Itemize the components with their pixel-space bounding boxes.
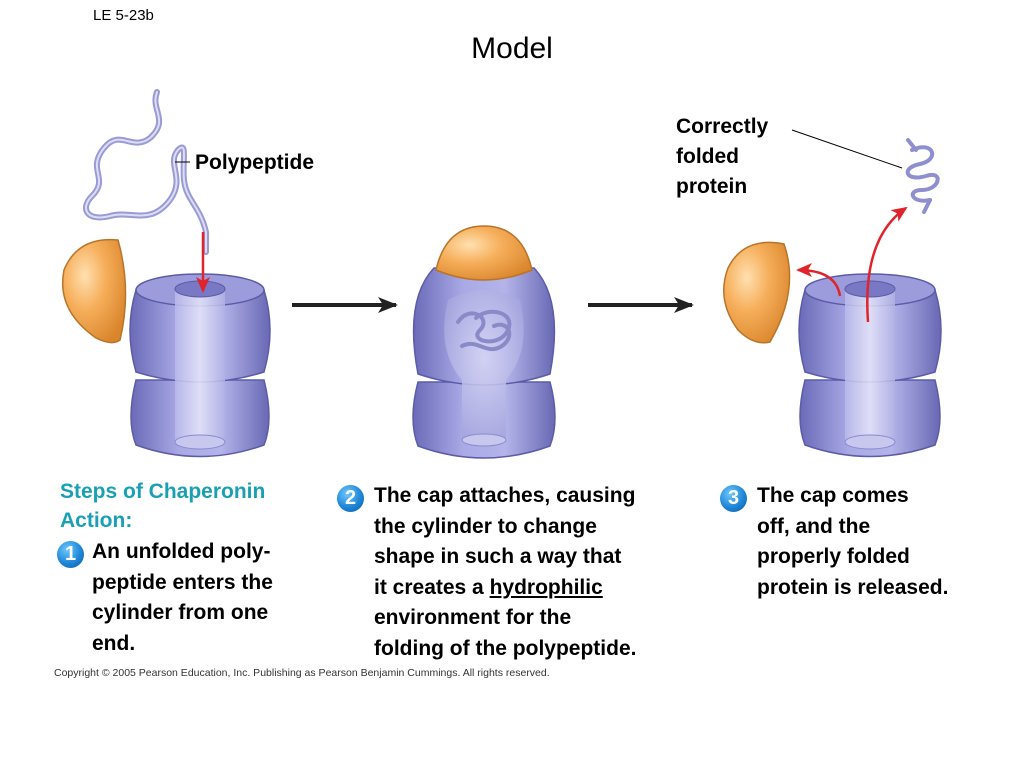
stage-2-cap	[435, 225, 533, 281]
cap-release-arrow	[796, 263, 842, 297]
step-2-badge: 2	[337, 485, 364, 512]
step-3-text: The cap comes off, and the properly fold…	[757, 484, 949, 599]
stage-3-cap	[723, 241, 791, 344]
folded-protein-leader-line	[791, 129, 903, 169]
folded-protein	[905, 138, 940, 214]
steps-heading: Steps of Chaperonin Action:	[60, 480, 266, 532]
slide-id: LE 5-23b	[93, 7, 154, 24]
stage-1-cap	[61, 238, 127, 344]
hydrophilic-keyword: hydrophilic	[489, 575, 603, 599]
polypeptide-label: Polypeptide	[195, 151, 315, 174]
folding-polypeptide	[456, 309, 512, 352]
correctly-folded-label: Correctly folded protein	[676, 115, 769, 198]
protein-release-arrow	[866, 206, 908, 323]
step-2-text: The cap attaches, causing the cylinder t…	[374, 484, 637, 660]
stage-3-chaperonin	[798, 273, 942, 458]
stage-1-chaperonin	[129, 273, 271, 458]
polypeptide-strand	[83, 89, 209, 255]
copyright-notice: Copyright © 2005 Pearson Education, Inc.…	[54, 667, 550, 679]
diagram-title: Model	[471, 32, 553, 65]
step-1-badge: 1	[57, 541, 84, 568]
step-1-text: An unfolded poly- peptide enters the cyl…	[92, 540, 273, 655]
stage-2-chaperonin	[412, 267, 556, 459]
step-3-badge: 3	[720, 485, 747, 512]
